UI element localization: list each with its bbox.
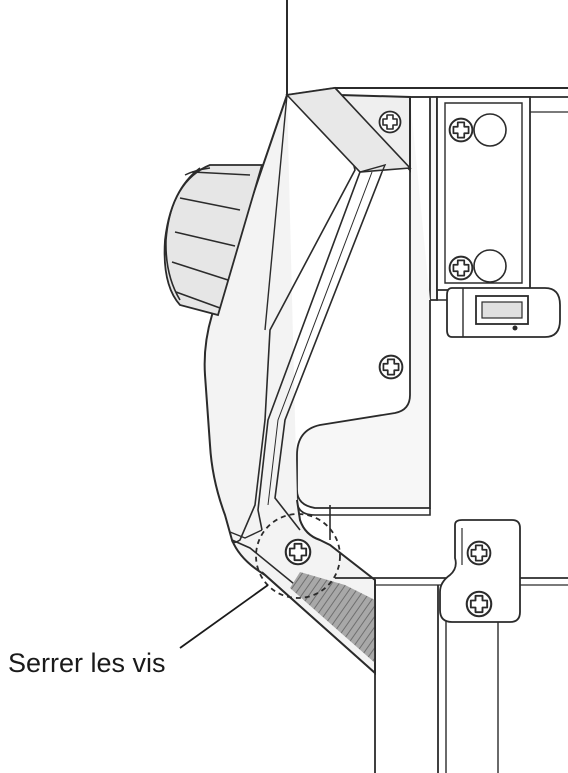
phillips-screw-icon [465, 590, 493, 618]
phillips-screw-icon [448, 255, 474, 281]
housing-body [203, 86, 412, 676]
phillips-screw-icon [466, 540, 492, 566]
phillips-screw-icon [378, 110, 402, 134]
back-plate [296, 97, 431, 509]
phillips-screw-icon [378, 354, 404, 380]
latch-icon [446, 287, 561, 338]
leader-line [179, 584, 269, 649]
clip-bracket [439, 519, 521, 623]
phillips-screw-icon [284, 538, 312, 566]
callout-circle [255, 513, 341, 599]
callout-label: Serrer les vis [8, 648, 166, 678]
knob-icon [163, 164, 264, 317]
phillips-screw-icon [448, 117, 474, 143]
